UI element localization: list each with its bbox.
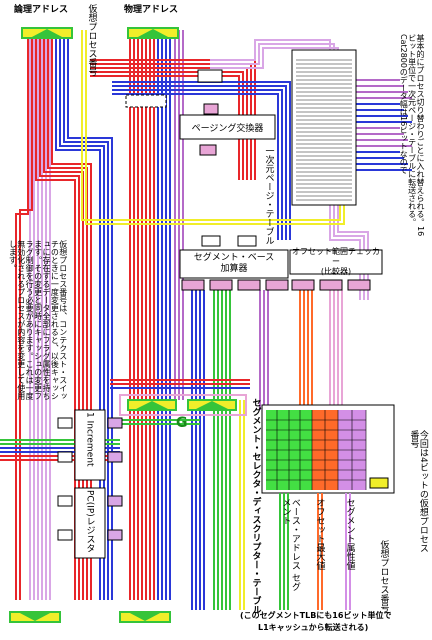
virtual-process-label-top: 仮想プロセス番号 <box>86 4 97 76</box>
paging-dashed-box <box>125 94 167 108</box>
paging-converter-label: ページング交換器 <box>191 123 264 134</box>
table-col-base-label: ベース・アドレス セグメント <box>280 498 300 591</box>
logical-address-label: 論理アドレス <box>14 5 69 15</box>
increment-box <box>74 409 106 481</box>
table-col-vproc-label: 仮想プロセス番号 <box>378 540 389 612</box>
top-connectors <box>21 27 179 39</box>
page-table-label: 一次元ページ・テーブル <box>263 146 274 245</box>
offset-checker-line-2: (比較器) <box>320 267 352 276</box>
segment-base-adder-box <box>179 249 289 279</box>
table-grid <box>266 410 367 490</box>
table-output-lines <box>279 493 351 610</box>
middle-connectors <box>119 394 247 416</box>
bottom-note-2: L1キャッシュから転送される) <box>258 623 369 632</box>
paging-output-box <box>199 144 217 156</box>
page-table-stripes <box>296 59 352 201</box>
adder-output-blue <box>191 290 205 610</box>
yellow-bus <box>81 30 381 610</box>
red-bus-logical <box>15 30 92 600</box>
pc-side-blocks <box>57 417 123 541</box>
g-mark: G <box>176 415 188 431</box>
bottom-connectors <box>9 611 171 623</box>
pc-register-box <box>74 487 106 559</box>
lavender-bus-left <box>29 30 51 600</box>
four-bit-note: 今回は4ビットの仮想プロセス番号 <box>408 430 428 553</box>
offset-checker-box <box>289 249 383 275</box>
table-col-yellow <box>369 477 389 489</box>
offset-checker-line-1: オフセット範囲チェッカー <box>292 247 380 266</box>
segment-base-adder-label: セグメント・ベース 加算器 <box>181 251 287 277</box>
purple-bus-physical <box>174 30 184 400</box>
top-right-note: 基本的にプロセス切り替わりごとに入れ替えられる。16ビット単位で一次元ページ・テ… <box>399 34 425 237</box>
bottom-note-1: (このセグメントTLBにも16ビット単位で <box>240 611 392 620</box>
offset-checker-lines <box>259 290 343 410</box>
table-col-attr-label: セグメント属性値 <box>344 498 355 570</box>
adder-line-2: 加算器 <box>220 264 248 274</box>
blue-bus-physical <box>157 30 171 600</box>
table-col-offset-label: オフセット最大値 <box>314 498 325 570</box>
red-bus-physical <box>129 30 155 600</box>
paging-top-pink <box>203 103 219 115</box>
adder-pink-slots <box>181 279 371 291</box>
paging-converter-box <box>179 114 276 140</box>
paging-input-box <box>197 69 223 83</box>
blue-bus-horizontal-top <box>112 81 291 240</box>
physical-address-label: 物理アドレス <box>124 5 179 15</box>
adder-output-green <box>213 290 231 610</box>
page-table-connectors <box>355 79 412 171</box>
middle-left-note: 仮想プロセス番号は、コンテクスト・スイッチのときに一度変更されると、以後キャッシ… <box>8 240 68 400</box>
segment-table-label: セグメント・セレクタ・ディスクリプター・テーブル <box>250 398 261 614</box>
adder-input-box-2 <box>237 235 257 247</box>
pc-register-label: PC(IP)レジスタ <box>84 490 95 553</box>
offset-checker-label: オフセット範囲チェッカー (比較器) <box>291 247 381 276</box>
adder-input-box-1 <box>201 235 221 247</box>
increment-label: 1 Increment <box>84 412 95 467</box>
adder-line-1: セグメント・ベース <box>193 252 275 263</box>
